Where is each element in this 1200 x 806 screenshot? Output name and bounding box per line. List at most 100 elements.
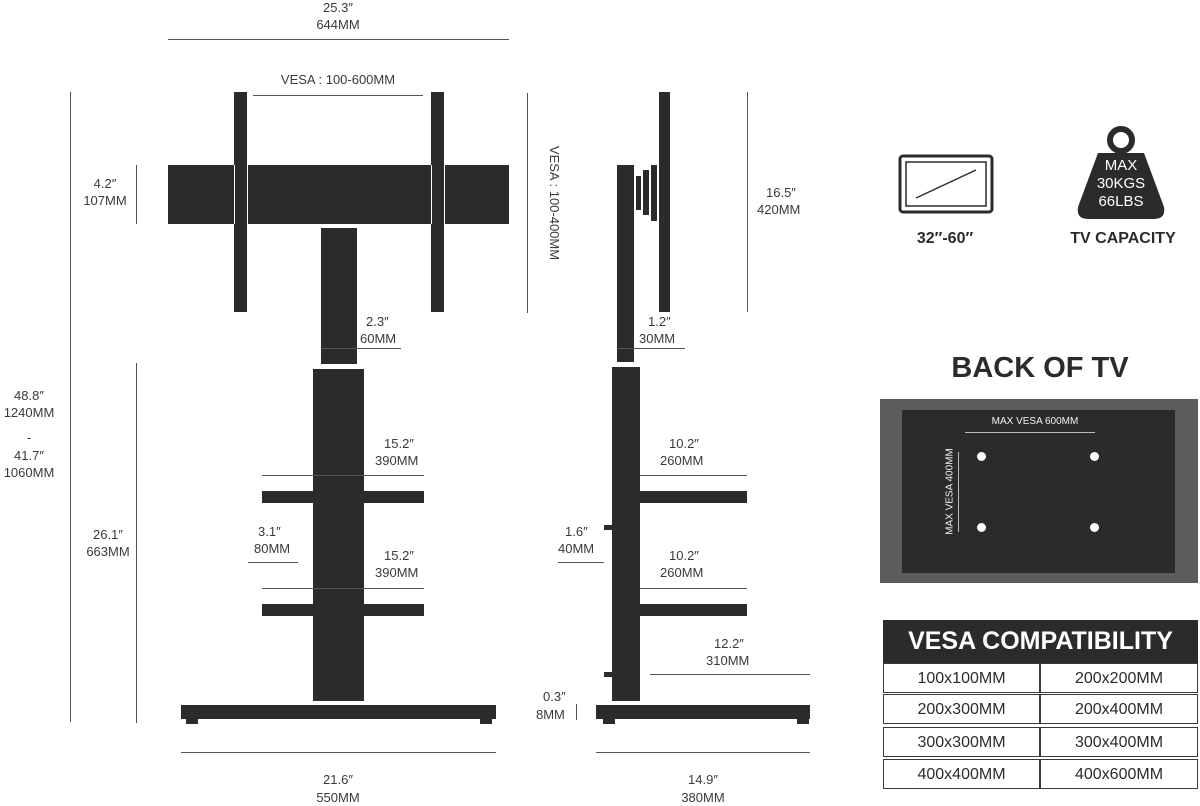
side-base-ext-mm: 310MM [706,653,750,668]
tv-back-panel [902,410,1175,573]
mount-hole-bottom-right [1090,523,1099,532]
table-cell: 300x400MM [1040,727,1198,757]
side-bracket-2 [643,170,649,215]
side-base-d-mm: 380MM [681,790,725,805]
side-base-h-inch: 0.3″ [543,689,566,704]
max-vesa-h-label: MAX VESA 600MM [991,416,1079,427]
weight-line-max: MAX [1104,157,1138,174]
side-pole-d-mm: 30MM [639,331,676,346]
front-width-mm: 644MM [316,17,360,32]
front-total-h-min-mm: 1060MM [3,465,55,480]
side-shelf1-d-line [640,475,747,476]
front-total-h-dash: - [26,430,32,445]
side-base-ext-line [650,674,810,675]
side-shelf1-d-inch: 10.2″ [669,436,699,451]
mount-hole-bottom-left [977,523,986,532]
front-lower-h-line [136,363,137,723]
front-upper-pole [321,228,357,364]
max-vesa-h-line [965,432,1095,433]
front-width-line [168,39,509,40]
front-vesa-v-label: VESA : 100-400MM [547,145,562,261]
table-cell: 100x100MM [883,663,1040,693]
front-shelf2-w-line [262,588,424,589]
weight-line-lbs: 66LBS [1098,193,1144,210]
side-upper-pole [617,165,634,362]
front-bracket-h-mm: 107MM [83,193,127,208]
front-pole-w-inch: 2.3″ [366,314,389,329]
front-foot-right [480,719,492,724]
front-total-h-min-inch: 41.7″ [14,448,44,463]
front-shelf-gap-inch: 3.1″ [258,524,281,539]
front-base-w-line [181,752,496,753]
front-vesa-v-line [527,93,528,313]
side-base [596,705,810,719]
tv-screen-icon [898,154,994,214]
front-vesa-h-label: VESA : 100-600MM [280,72,396,87]
side-shelf2-d-mm: 260MM [660,565,704,580]
side-shelf-2 [640,604,747,616]
front-total-h-max-mm: 1240MM [3,405,55,420]
front-mount-arm-right [431,92,444,312]
table-cell: 200x200MM [1040,663,1198,693]
front-lower-h-inch: 26.1″ [93,527,123,542]
table-cell: 200x400MM [1040,694,1198,724]
table-cell: 300x300MM [883,727,1040,757]
mount-hole-top-left [977,452,986,461]
vesa-compat-title: VESA COMPATIBILITY [883,620,1198,663]
weight-line-kg: 30KGS [1096,175,1146,192]
front-shelf-gap-line [248,562,298,563]
kettlebell-weight-icon [1077,126,1165,219]
mount-hole-top-right [1090,452,1099,461]
side-foot-left [603,719,615,724]
front-width-inch: 25.3″ [323,0,353,15]
side-tv-plate [659,92,670,312]
side-foot-right [797,719,809,724]
side-shelf-gap-inch: 1.6″ [565,524,588,539]
table-cell: 400x400MM [883,759,1040,789]
front-total-h-line [70,92,71,722]
front-shelf-2 [262,604,424,616]
side-pole-d-line [617,348,685,349]
front-shelf-gap-mm: 80MM [254,541,291,556]
side-pole-d-inch: 1.2″ [648,314,671,329]
side-shelf1-d-mm: 260MM [660,453,704,468]
side-shelf2-d-line [640,588,747,589]
tv-capacity-label: TV CAPACITY [1070,230,1176,247]
side-pin-lower [604,672,612,677]
side-bracket-h-mm: 420MM [757,202,801,217]
side-shelf-gap-line [558,562,604,563]
table-cell: 200x300MM [883,694,1040,724]
front-vesa-h-line [253,95,423,96]
front-base-w-mm: 550MM [316,790,360,805]
side-bracket-1 [636,176,641,210]
front-shelf2-w-mm: 390MM [375,565,419,580]
side-pin-upper [604,525,612,530]
side-base-h-line [576,704,577,720]
side-base-h-mm: 8MM [536,707,565,722]
front-mount-arm-left [234,92,247,312]
front-pole-w-line [321,348,401,349]
front-lower-h-mm: 663MM [86,544,130,559]
front-shelf1-w-mm: 390MM [375,453,419,468]
side-bracket-h-line [747,92,748,312]
front-lower-pole [313,369,364,701]
front-shelf1-w-inch: 15.2″ [384,436,414,451]
front-shelf1-w-line [262,475,424,476]
max-vesa-v-line [958,452,959,532]
side-base-ext-inch: 12.2″ [714,636,744,651]
side-shelf-gap-mm: 40MM [558,541,595,556]
back-of-tv-title: BACK OF TV [951,352,1129,384]
front-pole-w-mm: 60MM [360,331,397,346]
front-base [181,705,496,719]
side-lower-pole [612,367,640,701]
front-bracket-h-line [136,165,137,224]
side-bracket-3 [651,165,657,221]
front-bracket-h-inch: 4.2″ [93,176,117,191]
front-total-h-max-inch: 48.8″ [14,388,44,403]
table-cell: 400x600MM [1040,759,1198,789]
front-base-w-inch: 21.6″ [323,772,353,787]
side-bracket-h-inch: 16.5″ [766,185,796,200]
tv-size-range: 32″-60″ [916,230,974,247]
front-shelf2-w-inch: 15.2″ [384,548,414,563]
